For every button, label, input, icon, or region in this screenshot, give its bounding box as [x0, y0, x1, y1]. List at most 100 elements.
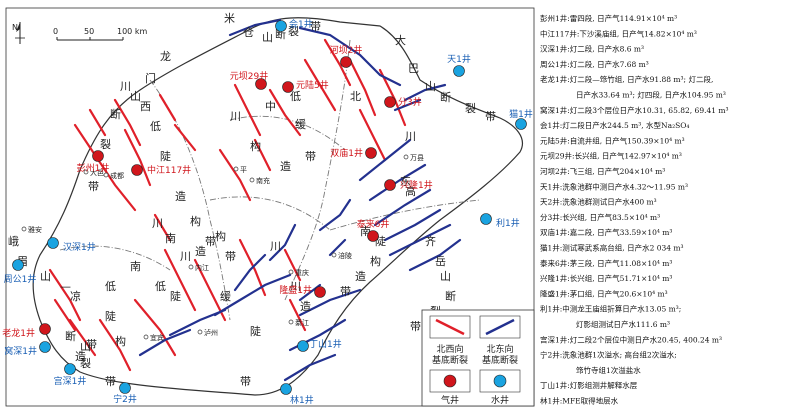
region-label-72: 川 — [290, 280, 301, 293]
legend-gas-well: 气井 — [441, 394, 459, 406]
well-8: 彭州1井 — [77, 150, 109, 174]
region-label-8: 山 — [425, 80, 436, 93]
note-line-25: 林1井:MFE取得地层水 — [540, 396, 619, 406]
well-4: 元陆5井 — [282, 79, 329, 93]
region-label-65: 山 — [440, 270, 451, 283]
well-label: 泰来6井 — [357, 218, 390, 230]
region-label-62: 带 — [225, 250, 236, 263]
city-label: 成都 — [110, 171, 124, 180]
region-label-24: 带 — [205, 235, 216, 248]
water-well-marker — [453, 65, 465, 77]
legend-ne-fault: 北东向基底断裂 — [482, 343, 518, 366]
region-label-28: 缓 — [295, 118, 306, 131]
note-line-15: 猫1井:测试寒武系高台组, 日产水2 034 m³ — [540, 243, 684, 253]
city-label: 重庆 — [295, 268, 309, 277]
region-label-0: 米 — [224, 12, 235, 25]
city-10: 宜宾 — [143, 333, 164, 342]
city-label: 雅安 — [28, 225, 42, 234]
city-label: 万县 — [410, 154, 424, 162]
note-line-22: 宁2井:洗象池群1次溢水; 高台组2次溢水; — [540, 350, 677, 360]
well-10: 兴隆1井 — [384, 179, 433, 191]
region-label-18: 川 — [120, 80, 131, 93]
region-label-15: 断 — [110, 107, 121, 121]
region-label-25: 川 — [230, 110, 241, 123]
region-label-4: 裂 — [288, 25, 299, 38]
water-well-marker — [47, 237, 59, 249]
region-label-42: 低 — [105, 280, 116, 293]
region-label-34: 东 — [400, 175, 411, 188]
well-label: 元坝29井 — [230, 70, 268, 82]
north-label: N — [12, 23, 18, 32]
water-well-marker — [64, 363, 76, 375]
gas-well-marker — [92, 150, 104, 162]
region-label-75: 南 — [360, 225, 371, 238]
note-line-20: 灯影组测试日产水111.6 m³ — [576, 319, 670, 329]
city-0: 平 — [233, 166, 247, 174]
region-label-40: 川 — [152, 217, 163, 230]
region-label-20: 低 — [150, 120, 161, 133]
region-label-36: 陡 — [375, 235, 386, 248]
region-label-49: 山 — [40, 270, 51, 283]
note-line-9: 元坝29井:长兴组, 日产气142.97×10⁴ m³ — [540, 151, 682, 161]
scale-bar: 0 50 100 km — [53, 27, 147, 41]
region-label-52: 山 — [80, 340, 91, 353]
gas-well-marker — [282, 81, 294, 93]
region-label-54: 裂 — [80, 357, 91, 370]
region-label-74: 川 — [270, 240, 281, 253]
note-line-16: 泰来6井:茅三段, 日产气11.08×10⁴ m³ — [540, 258, 672, 268]
well-label: 元陆5井 — [296, 79, 329, 91]
well-label: 汉深1井 — [63, 241, 96, 253]
note-line-10: 河坝2井:飞三组, 日产气204×10⁴ m³ — [540, 166, 665, 176]
note-line-5: 日产水33.64 m³; 灯四段, 日产水104.95 m³ — [576, 90, 726, 100]
region-label-47: 峨 — [8, 235, 19, 248]
legend-water-symbol — [493, 374, 507, 388]
well-21: 林1井 — [280, 383, 314, 406]
city-label: 内江 — [195, 263, 209, 272]
region-label-9: 断 — [440, 90, 451, 104]
well-14: 周公1井 — [4, 259, 36, 285]
well-2: 天1井 — [447, 53, 471, 77]
city-label: 涪陵 — [338, 251, 352, 260]
region-label-45: 造 — [75, 349, 86, 363]
region-label-51: 凉 — [70, 289, 81, 303]
region-label-2: 山 — [262, 31, 273, 44]
water-well-marker — [119, 382, 131, 394]
well-label: 宫深1井 — [54, 375, 87, 387]
well-label: 中江117井 — [147, 164, 191, 176]
well-label: 会1井 — [289, 18, 313, 30]
region-label-59: 陡 — [170, 290, 181, 303]
region-label-46: 带 — [86, 338, 97, 351]
well-3: 元坝29井 — [230, 70, 268, 90]
water-well-marker — [297, 340, 309, 352]
region-label-60: 造 — [195, 244, 206, 258]
region-label-57: 南 — [130, 260, 141, 273]
region-label-64: 岳 — [435, 255, 446, 268]
city-3: 大邑 — [83, 168, 104, 177]
region-label-37: 构 — [370, 254, 381, 268]
gas-well-marker — [384, 96, 396, 108]
gas-well-marker — [367, 230, 379, 242]
legend-water-well: 水井 — [491, 394, 509, 406]
region-label-19: 西 — [140, 100, 151, 113]
city-4: 成都 — [103, 171, 124, 180]
water-well-marker — [280, 383, 292, 395]
city-5: 雅安 — [21, 225, 42, 234]
north-arrow: N — [12, 22, 25, 44]
city-1: 南充 — [249, 176, 270, 185]
city-9: 綦江 — [288, 318, 309, 327]
region-label-41: 南 — [165, 232, 176, 245]
scale-tick-0: 0 — [53, 27, 58, 36]
region-label-10: 裂 — [465, 102, 476, 115]
ne-faults — [138, 18, 462, 382]
note-line-24: 丁山1井:灯影组测井解释水层 — [540, 380, 638, 390]
region-label-11: 带 — [485, 110, 496, 123]
well-label: 双庙1井 — [330, 147, 363, 159]
well-label: 利1井 — [496, 217, 520, 229]
city-label: 泸州 — [204, 328, 218, 337]
well-19: 宫深1井 — [54, 363, 87, 387]
gas-well-marker — [314, 286, 326, 298]
well-16: 老龙1井 — [2, 323, 51, 339]
region-label-66: 断 — [445, 289, 456, 303]
well-17: 窝深1井 — [4, 341, 51, 357]
city-labels: 平南充 万县大邑成都雅安内江重庆 涪陵綦江宜宾 泸州 — [21, 154, 424, 342]
